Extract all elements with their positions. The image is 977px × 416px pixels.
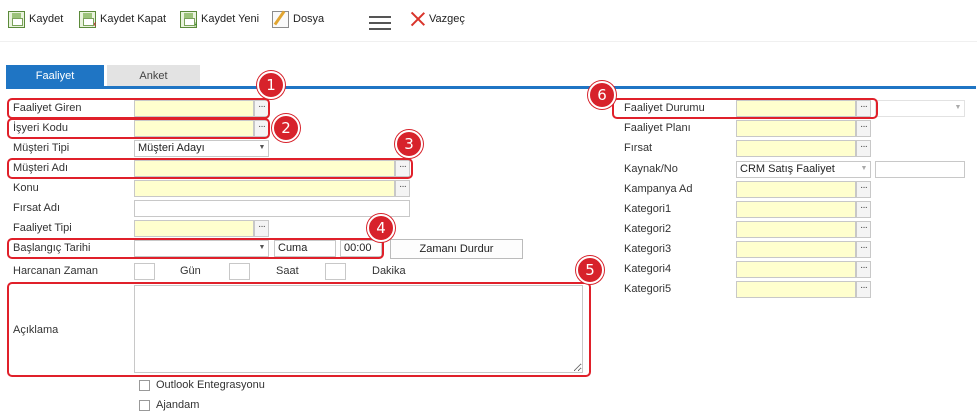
faaliyet-plani-lookup-button[interactable]: ··· [856,120,871,137]
faaliyet-durumu-lookup-button[interactable]: ··· [856,100,871,117]
kaynak-no-label: Kaynak/No [624,163,678,175]
outlook-checkbox[interactable] [139,380,150,391]
kategori1-input[interactable] [736,201,856,218]
baslangic-tarihi-date-input[interactable] [134,240,269,257]
kategori4-label: Kategori4 [624,263,672,275]
hamburger-menu-icon [369,16,391,30]
musteri-tipi-select[interactable]: Müşteri Adayı [134,140,269,157]
isyeri-kodu-lookup-button[interactable]: ··· [254,120,269,137]
kategori1-label: Kategori1 [624,203,672,215]
saat-label: Saat [276,265,299,277]
konu-input[interactable] [134,180,395,197]
tab-activity[interactable]: Faaliyet [6,65,104,86]
kategori3-lookup-button[interactable]: ··· [856,241,871,258]
hours-input[interactable] [229,263,250,280]
faaliyet-durumu-label: Faaliyet Durumu [624,102,705,114]
kategori4-lookup-button[interactable]: ··· [856,261,871,278]
annotation-badge-1: 1 [257,71,285,99]
minutes-input[interactable] [325,263,346,280]
save-label: Kaydet [29,13,64,25]
kategori2-input[interactable] [736,221,856,238]
save-close-button[interactable]: × Kaydet Kapat [79,8,166,30]
day-field: Cuma [274,240,336,257]
annotation-badge-3: 3 [395,130,423,158]
kaynak-no-input[interactable] [875,161,965,178]
file-label: Dosya [293,13,325,25]
musteri-tipi-chevron-down-icon[interactable]: ▼ [258,144,266,151]
ajandam-checkbox[interactable] [139,400,150,411]
cancel-label: Vazgeç [429,13,465,25]
kampanya-ad-lookup-button[interactable]: ··· [856,181,871,198]
kaynak-chevron-down-icon[interactable]: ▼ [860,165,868,172]
annotation-badge-5: 5 [576,256,604,284]
aciklama-textarea[interactable] [134,285,583,373]
kategori5-label: Kategori5 [624,283,672,295]
faaliyet-plani-input[interactable] [736,120,856,137]
annotation-badge-2: 2 [272,114,300,142]
kaynak-select[interactable]: CRM Satış Faaliyet [736,161,871,178]
faaliyet-tipi-input[interactable] [134,220,254,237]
cancel-button[interactable]: Vazgeç [411,8,465,30]
musteri-tipi-label: Müşteri Tipi [13,142,70,154]
faaliyet-tipi-lookup-button[interactable]: ··· [254,220,269,237]
toolbar: Kaydet × Kaydet Kapat + Kaydet Yeni Dosy… [0,0,977,42]
gun-label: Gün [180,265,201,277]
annotation-badge-6: 6 [588,81,616,109]
musteri-adi-lookup-button[interactable]: ··· [395,160,410,177]
close-icon [411,12,425,26]
konu-lookup-button[interactable]: ··· [395,180,410,197]
faaliyet-giren-input[interactable] [134,100,254,117]
save-new-button[interactable]: + Kaydet Yeni [180,8,259,30]
save-icon [8,10,25,28]
tab-survey[interactable]: Anket [107,65,200,86]
isyeri-kodu-input[interactable] [134,120,254,137]
save-new-label: Kaydet Yeni [201,13,260,25]
dakika-label: Dakika [372,265,406,277]
kategori1-lookup-button[interactable]: ··· [856,201,871,218]
menu-button[interactable] [369,12,391,34]
save-close-label: Kaydet Kapat [100,13,167,25]
musteri-adi-label: Müşteri Adı [13,162,69,174]
date-chevron-down-icon[interactable]: ▼ [258,244,266,251]
file-edit-icon [272,10,289,28]
save-close-icon: × [79,10,96,28]
musteri-adi-input[interactable] [134,160,395,177]
faaliyet-durumu-extra-select [875,100,965,117]
kategori3-input[interactable] [736,241,856,258]
faaliyet-giren-lookup-button[interactable]: ··· [254,100,269,117]
faaliyet-tipi-label: Faaliyet Tipi [13,222,72,234]
kategori2-label: Kategori2 [624,223,672,235]
tab-underline [6,86,976,89]
stop-time-button[interactable]: Zamanı Durdur [390,239,523,259]
konu-label: Konu [13,182,39,194]
kampanya-ad-input[interactable] [736,181,856,198]
firsat-lookup-button[interactable]: ··· [856,140,871,157]
firsat-adi-label: Fırsat Adı [13,202,61,214]
kategori2-lookup-button[interactable]: ··· [856,221,871,238]
isyeri-kodu-label: İşyeri Kodu [13,122,69,134]
kategori3-label: Kategori3 [624,243,672,255]
ajandam-label: Ajandam [156,399,200,411]
time-input[interactable]: 00:00 [340,240,382,257]
file-button[interactable]: Dosya [272,8,324,30]
firsat-adi-input[interactable] [134,200,410,217]
faaliyet-giren-label: Faaliyet Giren [13,102,82,114]
faaliyet-plani-label: Faaliyet Planı [624,122,691,134]
baslangic-tarihi-label: Başlangıç Tarihi [13,242,91,254]
annotation-badge-4: 4 [367,214,395,242]
firsat-label: Fırsat [624,142,653,154]
kategori5-input[interactable] [736,281,856,298]
save-button[interactable]: Kaydet [8,8,63,30]
aciklama-label: Açıklama [13,324,59,336]
kategori5-lookup-button[interactable]: ··· [856,281,871,298]
faaliyet-durumu-chevron-down-icon: ▼ [954,104,962,111]
outlook-label: Outlook Entegrasyonu [156,379,265,391]
kampanya-ad-label: Kampanya Ad [624,183,693,195]
save-new-icon: + [180,10,197,28]
days-input[interactable] [134,263,155,280]
harcanan-zaman-label: Harcanan Zaman [13,265,98,277]
kategori4-input[interactable] [736,261,856,278]
firsat-input[interactable] [736,140,856,157]
faaliyet-durumu-input[interactable] [736,100,856,117]
